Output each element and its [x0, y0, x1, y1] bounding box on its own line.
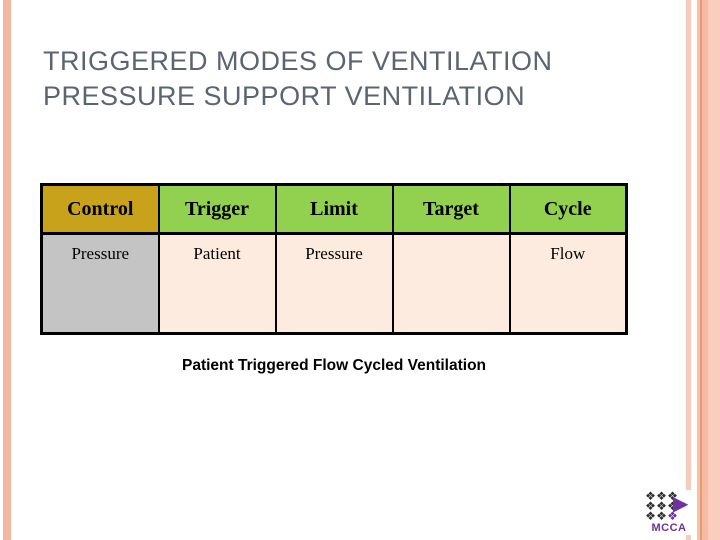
mcca-logo-icon: ❖❖❖❖❖❖❖❖❖	[645, 489, 681, 523]
table-header-row: Control Trigger Limit Target Cycle	[40, 183, 628, 235]
column-header-trigger: Trigger	[157, 183, 277, 235]
cell-trigger-value: Patient	[157, 232, 277, 335]
logo-glyph-icon: ❖	[667, 489, 678, 503]
title-line-1: TRIGGERED MODES OF VENTILATION	[43, 46, 553, 76]
column-header-cycle: Cycle	[508, 183, 628, 235]
logo-glyph-icon: ❖	[645, 489, 656, 503]
table-row: Pressure Patient Pressure Flow	[40, 232, 628, 335]
right-accent-stripe-thin	[686, 0, 691, 540]
cell-control-value: Pressure	[40, 232, 160, 335]
cell-cycle-value: Flow	[508, 232, 628, 335]
title-line-2: PRESSURE SUPPORT VENTILATION	[43, 81, 526, 111]
mcca-logo: ❖❖❖❖❖❖❖❖❖ ▶ MCCA	[643, 490, 695, 535]
column-header-target: Target	[391, 183, 511, 235]
logo-glyph-icon: ❖	[656, 499, 667, 513]
ventilation-modes-table: Control Trigger Limit Target Cycle Press…	[40, 183, 628, 335]
cell-limit-value: Pressure	[274, 232, 394, 335]
slide-caption: Patient Triggered Flow Cycled Ventilatio…	[181, 357, 487, 374]
right-accent-stripe-band	[697, 0, 720, 540]
column-header-limit: Limit	[274, 183, 394, 235]
logo-glyph-icon: ❖	[645, 509, 656, 523]
logo-glyph-icon: ❖	[656, 489, 667, 503]
logo-arrow-icon: ▶	[673, 493, 689, 515]
logo-glyph-icon: ❖	[667, 499, 678, 513]
logo-glyph-icon: ❖	[645, 499, 656, 513]
cell-target-value	[391, 232, 511, 335]
logo-glyph-icon: ❖	[667, 509, 678, 523]
slide-title: TRIGGERED MODES OF VENTILATION PRESSURE …	[43, 44, 553, 114]
column-header-control: Control	[40, 183, 160, 235]
logo-glyph-icon: ❖	[656, 509, 667, 523]
left-accent-stripe	[3, 0, 11, 540]
logo-text: MCCA	[651, 522, 687, 534]
